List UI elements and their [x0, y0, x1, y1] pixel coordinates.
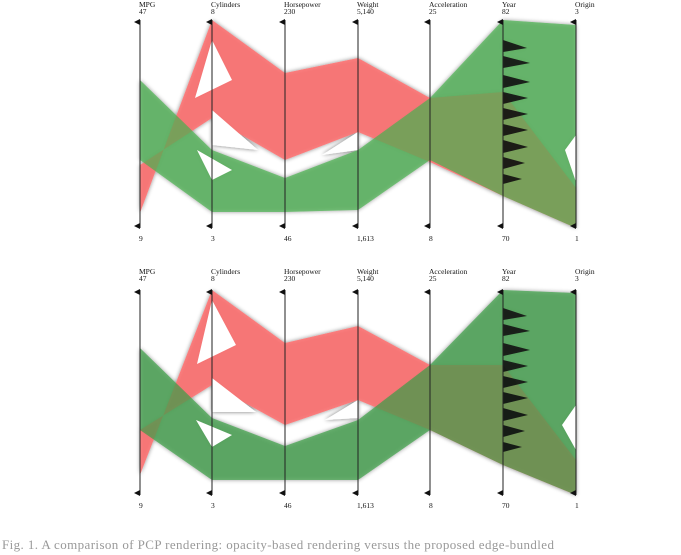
axis-min-label: 8 [429, 501, 433, 510]
axis-bottom-marker-icon [352, 490, 358, 496]
axis-max-label: 25 [429, 7, 437, 16]
axis-top-marker-icon [424, 19, 430, 25]
axis-min-label: 1,613 [357, 501, 374, 510]
year-fan-triangles [503, 308, 530, 452]
axis-max-label: 47 [139, 7, 147, 16]
axis-top-marker-icon [134, 19, 140, 25]
axis-bottom-marker-icon [206, 223, 212, 229]
axis-min-label: 1 [575, 234, 579, 243]
axis-max-label: 3 [575, 274, 579, 283]
axis-bottom-marker-icon [206, 490, 212, 496]
axis-name: Origin [575, 267, 595, 276]
axis-bottom-marker-icon [570, 490, 576, 496]
axis-name: Cylinders [211, 267, 240, 276]
axis-bottom-marker-icon [570, 223, 576, 229]
axis-top-marker-icon [206, 289, 212, 295]
axis-name: Year [502, 267, 516, 276]
axis-min-label: 9 [139, 501, 143, 510]
axis-max-label: 82 [502, 7, 510, 16]
axis-name: Acceleration [429, 267, 468, 276]
axis-name: Acceleration [429, 0, 468, 9]
axis-min-label: 3 [211, 234, 215, 243]
axis-top-marker-icon [279, 289, 285, 295]
axis-min-label: 46 [284, 501, 292, 510]
axis-name: Origin [575, 0, 595, 9]
axis-name: MPG [139, 0, 156, 9]
red-band-gap [195, 40, 232, 98]
axis-top-marker-icon [352, 19, 358, 25]
green-band-gap [212, 378, 256, 412]
axis-top-marker-icon [570, 19, 576, 25]
axis-bottom-marker-icon [424, 490, 430, 496]
axis-top-marker-icon [497, 19, 503, 25]
axis-bottom-marker-icon [352, 223, 358, 229]
axis-name: Year [502, 0, 516, 9]
axis-max-label: 3 [575, 7, 579, 16]
figure-caption: Fig. 1. A comparison of PCP rendering: o… [2, 537, 555, 552]
axis-bottom-marker-icon [497, 490, 503, 496]
axis-max-label: 230 [284, 7, 296, 16]
green-band-gap-2 [196, 420, 232, 447]
axis-min-label: 46 [284, 234, 292, 243]
axis-top-marker-icon [352, 289, 358, 295]
axis-bottom-marker-icon [279, 223, 285, 229]
axis-top-marker-icon [424, 289, 430, 295]
axis-top-marker-icon [206, 19, 212, 25]
axis-name: Weight [357, 0, 379, 9]
green-band-gap [212, 110, 258, 150]
axis-max-label: 25 [429, 274, 437, 283]
weight-gap [325, 400, 358, 420]
origin-gap [562, 405, 576, 450]
axis-max-label: 8 [211, 274, 215, 283]
axis-min-label: 1 [575, 501, 579, 510]
axis-max-label: 8 [211, 7, 215, 16]
green-cluster-band [140, 290, 576, 495]
axis-max-label: 82 [502, 274, 510, 283]
axis-top-marker-icon [570, 289, 576, 295]
axis-max-label: 47 [139, 274, 147, 283]
axis-top-marker-icon [134, 289, 140, 295]
green-cluster-band [140, 20, 576, 228]
axis-min-label: 70 [502, 234, 510, 243]
axis-name: Horsepower [284, 267, 321, 276]
green-band-gap-2 [197, 150, 232, 180]
axis-min-label: 70 [502, 501, 510, 510]
axis-min-label: 8 [429, 234, 433, 243]
axis-bottom-marker-icon [134, 490, 140, 496]
axis-bottom-marker-icon [134, 223, 140, 229]
axis-bottom-marker-icon [497, 223, 503, 229]
axis-name: Cylinders [211, 0, 240, 9]
axis-min-label: 3 [211, 501, 215, 510]
axis-bottom-marker-icon [279, 490, 285, 496]
axis-name: MPG [139, 267, 156, 276]
axis-name: Weight [357, 267, 379, 276]
axis-name: Horsepower [284, 0, 321, 9]
year-fan-triangles [503, 40, 530, 184]
axis-min-label: 1,613 [357, 234, 374, 243]
axis-max-label: 5,140 [357, 274, 374, 283]
axes-top: MPG479Cylinders83Horsepower23046Weight5,… [134, 0, 595, 243]
axes-bottom: MPG479Cylinders83Horsepower23046Weight5,… [134, 267, 595, 510]
axis-top-marker-icon [497, 289, 503, 295]
axis-min-label: 9 [139, 234, 143, 243]
red-band-gap [197, 300, 236, 364]
axis-max-label: 230 [284, 274, 296, 283]
weight-gap [322, 132, 358, 155]
axis-bottom-marker-icon [424, 223, 430, 229]
axis-max-label: 5,140 [357, 7, 374, 16]
axis-top-marker-icon [279, 19, 285, 25]
origin-gap [565, 135, 576, 182]
